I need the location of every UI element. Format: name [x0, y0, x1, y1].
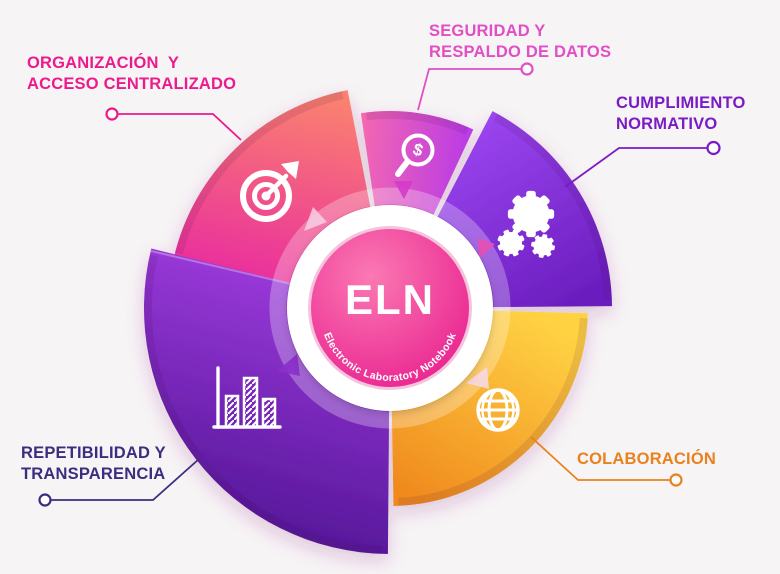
- search-dollar-icon: $: [395, 133, 435, 177]
- segment-rim: [398, 317, 588, 506]
- leader-dot-seguridad: [520, 62, 534, 76]
- label-cumplimiento-line1: CUMPLIMIENTO: [616, 94, 746, 112]
- target-dart-icon: [240, 161, 299, 222]
- cycle-arrow-icon: [394, 181, 413, 199]
- label-repetibilidad: REPETIBILIDAD Y TRANSPARENCIA: [21, 443, 166, 485]
- leader-line-seguridad: [417, 68, 521, 111]
- label-cumplimiento: CUMPLIMIENTO NORMATIVO: [616, 93, 746, 135]
- label-organizacion-line1: ORGANIZACIÓN Y: [27, 54, 180, 72]
- segment-rim: [175, 91, 344, 255]
- leader-line-organizacion: [118, 113, 242, 141]
- leader-line-repetibilidad: [51, 458, 200, 501]
- segment-rim: [493, 113, 612, 301]
- segment-rim: [366, 110, 469, 135]
- hub-core-circle: [311, 229, 469, 387]
- label-repetibilidad-line1: REPETIBILIDAD Y: [21, 444, 166, 462]
- cycle-arrow-icon: [304, 207, 327, 231]
- inner-glow-ring: [269, 187, 511, 429]
- hub: ELN Electronic Laboratory Notebook: [287, 205, 493, 411]
- segment-rim: [143, 254, 382, 554]
- cycle-arrow-icon: [277, 354, 300, 376]
- leader-lines: [38, 62, 721, 507]
- label-organizacion-line2: ACCESO CENTRALIZADO: [27, 75, 237, 93]
- label-organizacion: ORGANIZACIÓN Y ACCESO CENTRALIZADO: [27, 53, 236, 95]
- leader-dot-cumplimiento: [706, 140, 721, 156]
- leader-line-cumplimiento: [564, 147, 707, 188]
- cycle-arrows: [277, 181, 495, 389]
- label-cumplimiento-line2: NORMATIVO: [616, 115, 718, 133]
- cycle-arrow-icon: [466, 367, 489, 389]
- segment-icons: $: [212, 133, 557, 432]
- leader-dot-repetibilidad: [38, 493, 52, 507]
- cycle-arrow-icon: [478, 238, 495, 259]
- leader-line-colaboracion: [530, 436, 670, 481]
- label-colaboracion: COLABORACIÓN: [577, 449, 716, 470]
- globe-icon: [476, 388, 520, 432]
- label-seguridad: SEGURIDAD Y RESPALDO DE DATOS: [429, 21, 611, 63]
- leader-dot-organizacion: [105, 107, 119, 121]
- center-title: ELN: [345, 276, 435, 323]
- leader-dot-colaboracion: [669, 473, 683, 487]
- bar-chart-icon: [212, 366, 282, 429]
- label-repetibilidad-line2: TRANSPARENCIA: [21, 465, 166, 483]
- label-seguridad-line2: RESPALDO DE DATOS: [429, 43, 612, 61]
- segment-edge-highlight: [150, 250, 292, 285]
- label-seguridad-line1: SEGURIDAD Y: [429, 22, 546, 40]
- label-colaboracion-line1: COLABORACIÓN: [577, 450, 716, 468]
